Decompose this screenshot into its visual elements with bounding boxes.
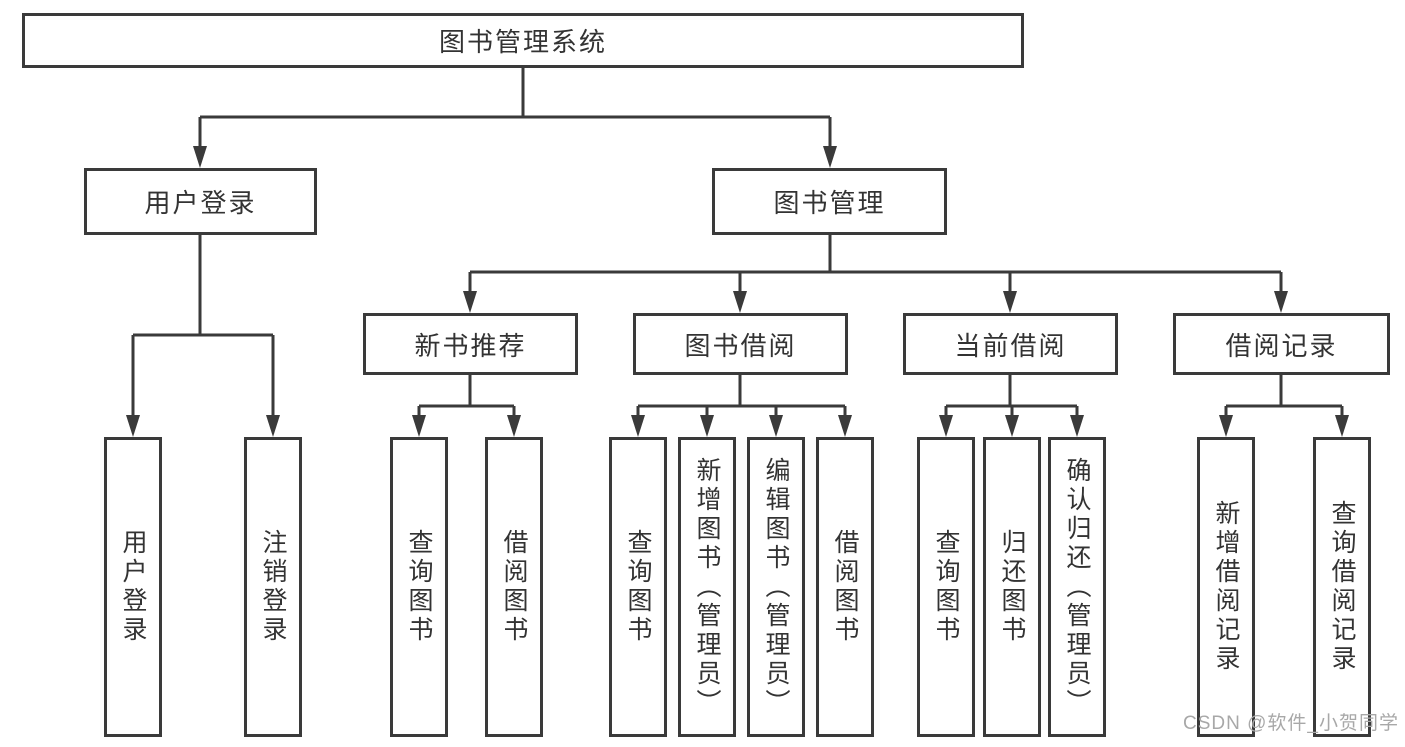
node-book-management-label: 图书管理	[773, 188, 886, 218]
node-borrow-records-label: 借阅记录	[1225, 330, 1338, 361]
leaf-borrow-borrow-books-label: 借阅图书	[831, 529, 859, 645]
node-current-borrow-label: 当前借阅	[954, 330, 1067, 361]
leaf-newbooks-query-books: 查询图书	[390, 437, 448, 737]
leaf-borrow-query-books: 查询图书	[609, 437, 667, 737]
node-new-book-recommend-label: 新书推荐	[414, 330, 527, 361]
csdn-watermark: CSDN @软件_小贺同学	[1183, 713, 1399, 734]
leaf-records-query-record-label: 查询借阅记录	[1328, 500, 1356, 674]
leaf-records-add-record-label: 新增借阅记录	[1212, 500, 1240, 674]
leaf-borrow-edit-books-admin: 编辑图书（管理员）	[747, 437, 805, 737]
leaf-logout: 注销登录	[244, 437, 302, 737]
leaf-newbooks-borrow-books-label: 借阅图书	[500, 529, 528, 645]
leaf-borrow-add-books-admin: 新增图书（管理员）	[678, 437, 736, 737]
leaf-current-query-books: 查询图书	[917, 437, 975, 737]
leaf-records-query-record: 查询借阅记录	[1313, 437, 1371, 737]
node-current-borrow: 当前借阅	[903, 313, 1118, 375]
node-borrow-records: 借阅记录	[1173, 313, 1390, 375]
leaf-borrow-query-books-label: 查询图书	[624, 529, 652, 645]
node-root-label: 图书管理系统	[438, 27, 607, 57]
leaf-current-return-books-label: 归还图书	[998, 529, 1026, 645]
leaf-records-add-record: 新增借阅记录	[1197, 437, 1255, 737]
leaf-current-confirm-return-admin: 确认归还（管理员）	[1048, 437, 1106, 737]
leaf-borrow-edit-books-admin-label: 编辑图书（管理员）	[762, 456, 790, 718]
node-user-login: 用户登录	[84, 168, 317, 235]
leaf-current-query-books-label: 查询图书	[932, 529, 960, 645]
leaf-current-confirm-return-admin-label: 确认归还（管理员）	[1063, 456, 1091, 718]
node-book-borrow-label: 图书借阅	[684, 330, 797, 361]
node-user-login-label: 用户登录	[144, 188, 257, 218]
leaf-current-return-books: 归还图书	[983, 437, 1041, 737]
node-book-borrow: 图书借阅	[633, 313, 848, 375]
leaf-borrow-add-books-admin-label: 新增图书（管理员）	[693, 456, 721, 718]
node-book-management: 图书管理	[712, 168, 947, 235]
leaf-newbooks-query-books-label: 查询图书	[405, 529, 433, 645]
leaf-user-login: 用户登录	[104, 437, 162, 737]
leaf-borrow-borrow-books: 借阅图书	[816, 437, 874, 737]
leaf-logout-label: 注销登录	[259, 529, 287, 645]
leaf-newbooks-borrow-books: 借阅图书	[485, 437, 543, 737]
node-new-book-recommend: 新书推荐	[363, 313, 578, 375]
leaf-user-login-label: 用户登录	[119, 529, 147, 645]
node-root-system: 图书管理系统	[22, 13, 1024, 68]
